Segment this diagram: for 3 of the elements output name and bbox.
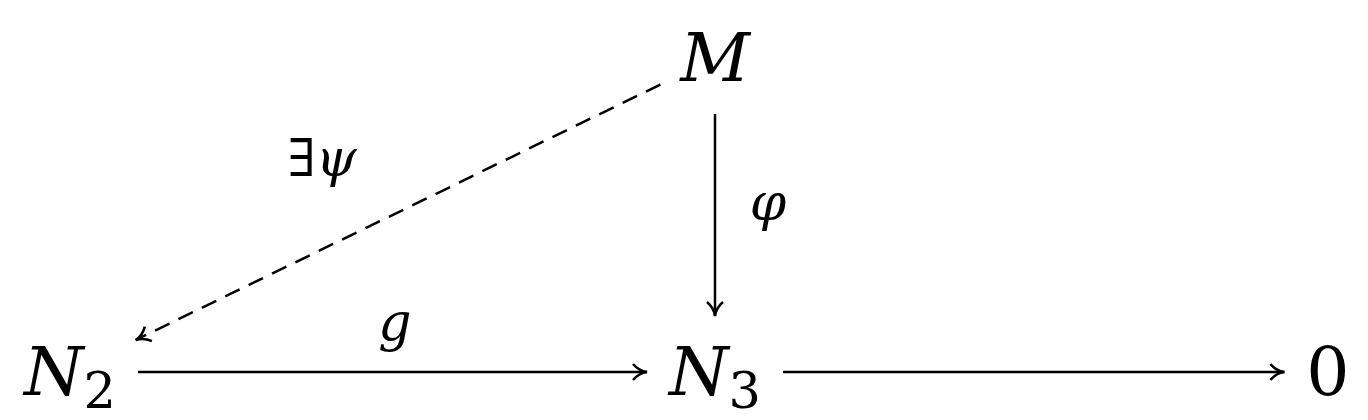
math-object: 0 xyxy=(1306,338,1350,406)
math-object: N$_{2}$ xyxy=(24,338,116,406)
math-object: M xyxy=(680,24,750,92)
